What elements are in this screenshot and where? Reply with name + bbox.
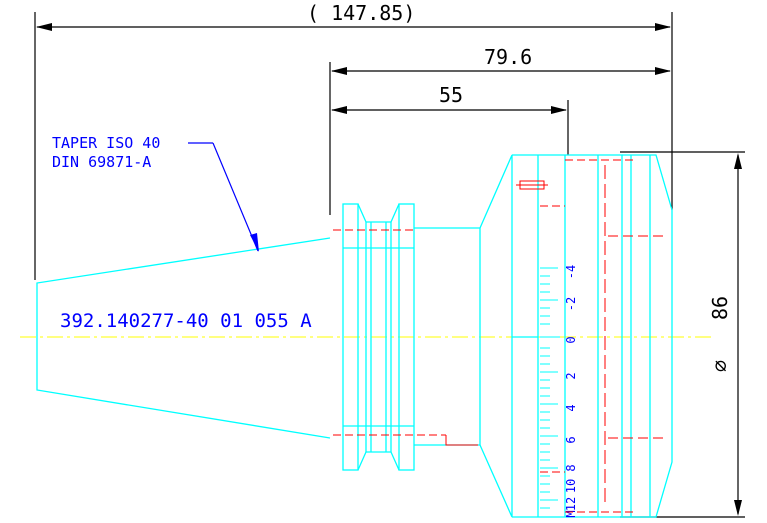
scale-label: 12 (564, 497, 578, 511)
part-outline (36, 154, 673, 518)
scale-label: 4 (564, 404, 578, 411)
part-number: 392.140277-40 01 055 A (60, 310, 312, 332)
scale-label: 6 (564, 436, 578, 443)
taper-note-leader (188, 142, 259, 252)
length-79-dimension: 79.6 (484, 45, 532, 69)
hidden-lines (333, 159, 665, 513)
scale-label: 10 (564, 479, 578, 493)
scale-labels: -4 -2 0 2 4 6 8 10 12 M (564, 265, 578, 518)
taper-note-line2: DIN 69871-A (52, 153, 151, 171)
scale-label: -4 (564, 265, 578, 279)
dimension-lines (34, 12, 745, 518)
scale-label: 2 (564, 372, 578, 379)
diameter-value: 86 (708, 296, 732, 320)
scale-label-m: M (564, 510, 578, 517)
dimension-arrows (36, 23, 742, 516)
diameter-symbol: ⌀ (708, 360, 732, 372)
overall-length-dimension: ( 147.85) (307, 1, 415, 25)
scale-label: 8 (564, 464, 578, 471)
scale-ticks (540, 267, 560, 509)
scale-label: 0 (564, 336, 578, 343)
scale-label: -2 (564, 297, 578, 311)
leader-arrow-icon (250, 233, 259, 252)
length-55-dimension: 55 (439, 83, 463, 107)
taper-note-line1: TAPER ISO 40 (52, 134, 160, 152)
